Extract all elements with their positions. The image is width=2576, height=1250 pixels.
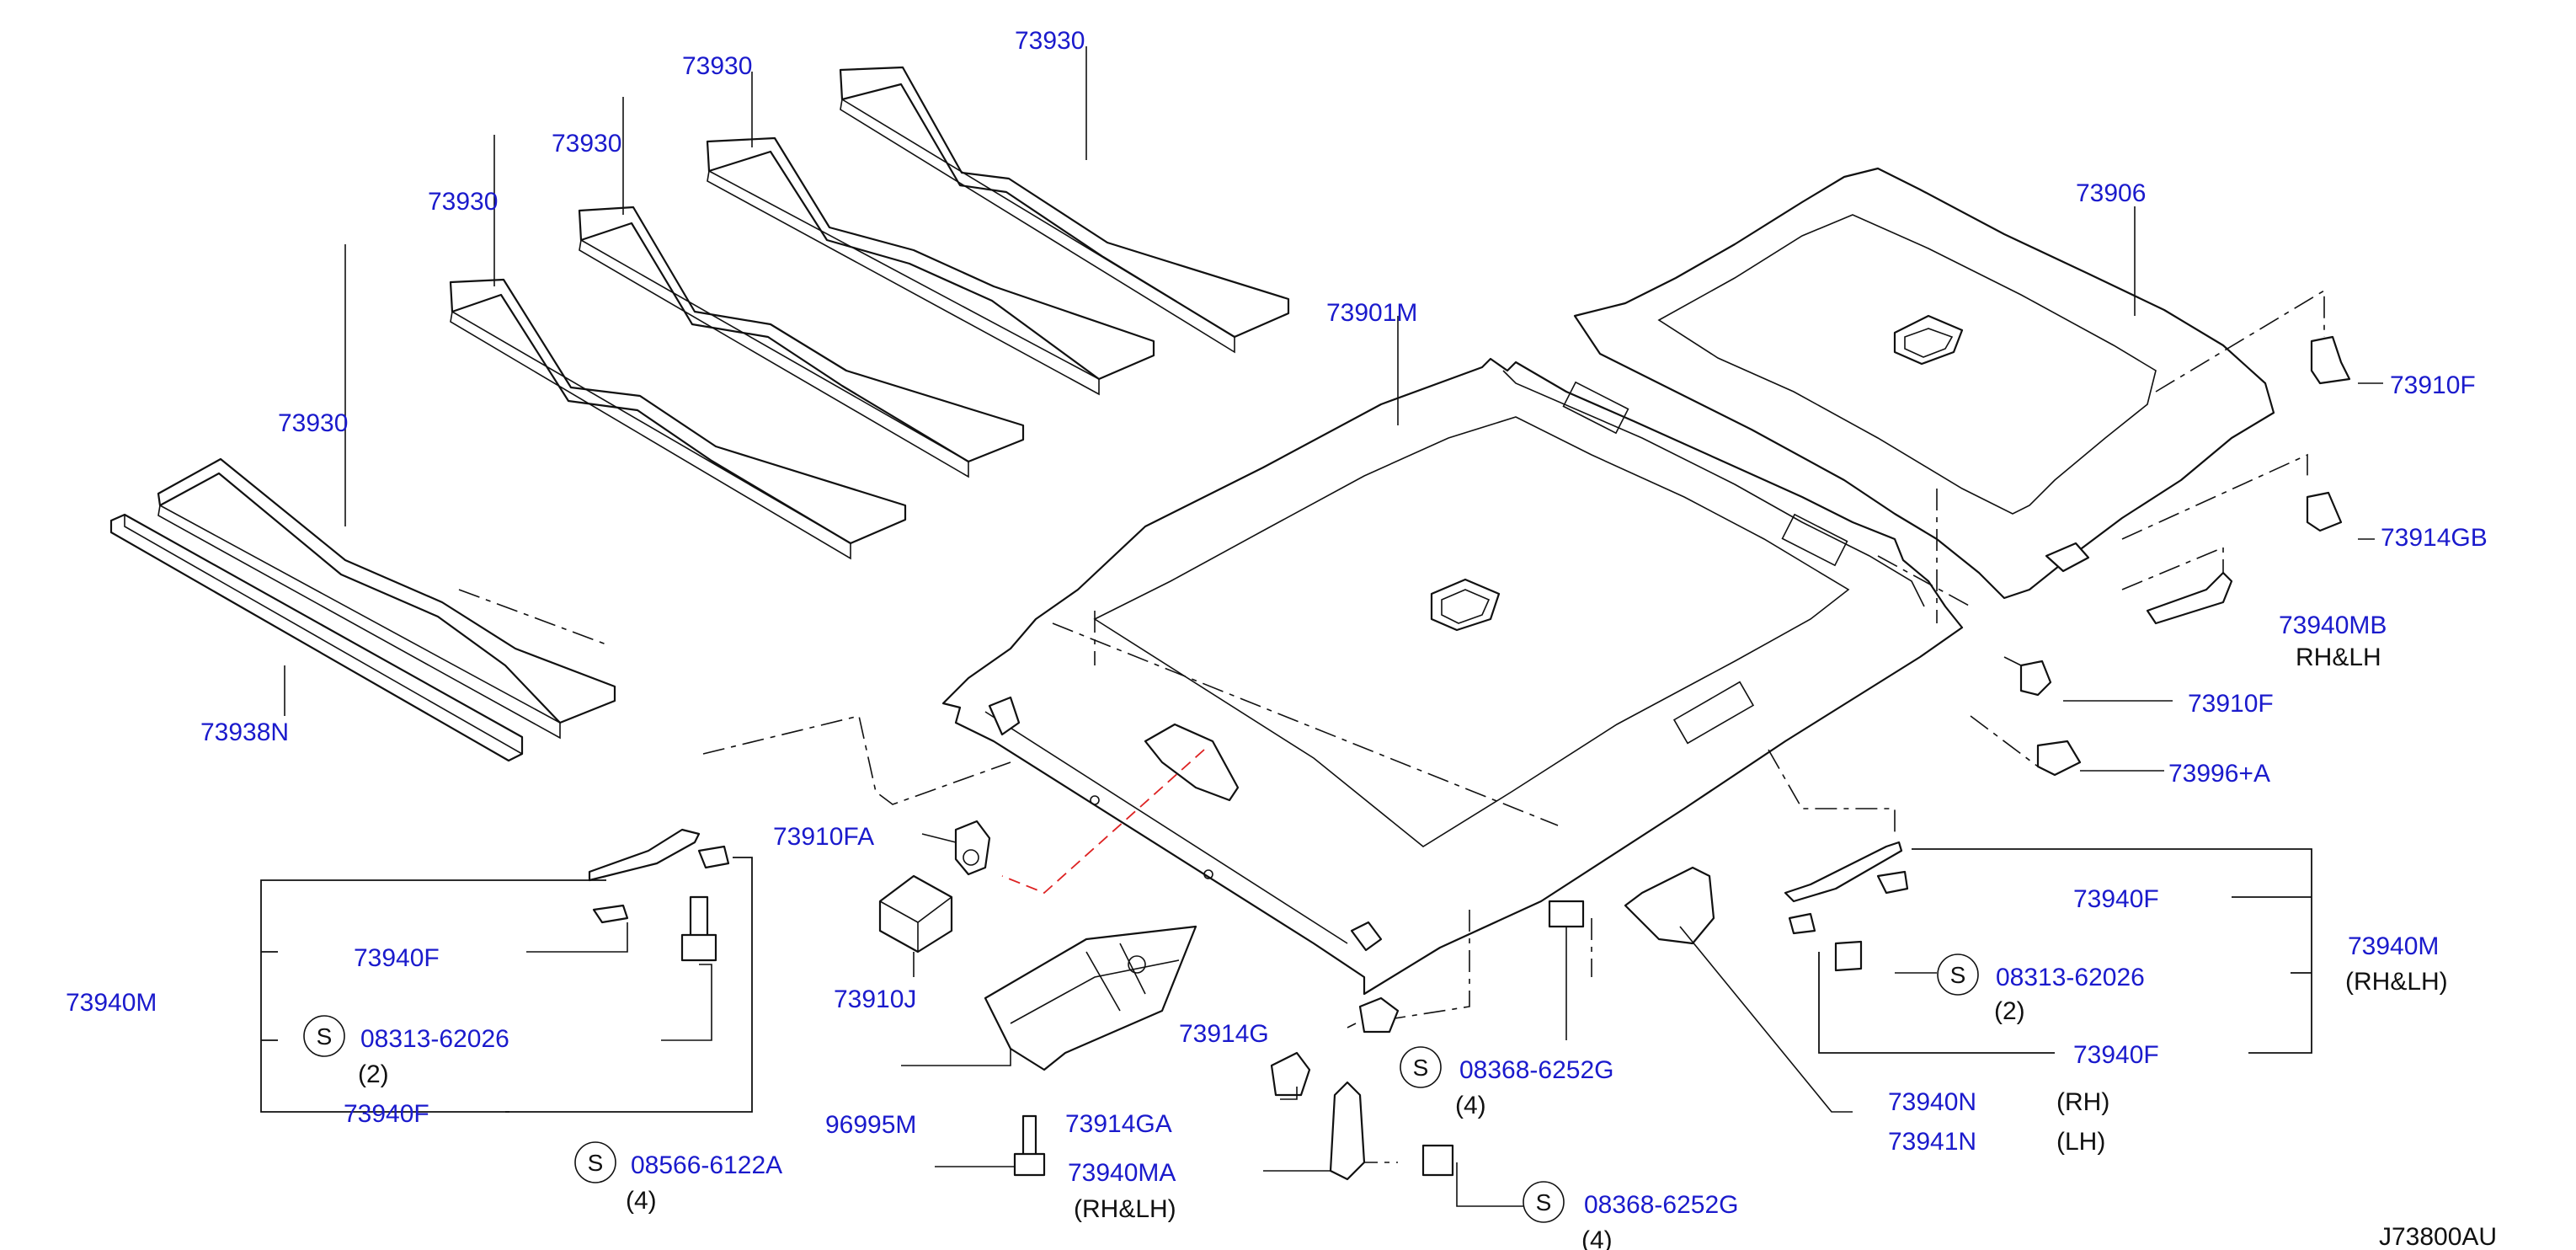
label-qty-screw-left: (4) (626, 1187, 657, 1215)
label-screw-mid-2: 08368-6252G (1584, 1191, 1739, 1219)
label-73940MB: 73940MB (2279, 612, 2387, 639)
label-73906: 73906 (2076, 179, 2146, 207)
s-circle-mid (1400, 1046, 1442, 1088)
label-73910F-mid: 73910F (2188, 690, 2274, 718)
label-73940F-right-1: 73940F (2073, 885, 2159, 913)
label-73901M: 73901M (1326, 299, 1417, 327)
label-rh: (RH) (2056, 1088, 2109, 1116)
label-73914G: 73914G (1179, 1020, 1269, 1048)
s-letter: S (317, 1023, 333, 1050)
label-73940M-left: 73940M (66, 989, 157, 1017)
label-73930-4: 73930 (428, 188, 498, 216)
rear-headliner (1573, 167, 2275, 600)
label-qty-mid-1: (4) (1455, 1092, 1486, 1119)
label-73940F-right-2: 73940F (2073, 1041, 2159, 1069)
label-73996A: 73996+A (2168, 760, 2270, 788)
diagram-code: J73800AU (2379, 1223, 2497, 1250)
label-screw-left: 08566-6122A (631, 1151, 782, 1179)
label-73910FA: 73910FA (773, 823, 874, 851)
label-73940F-left-2: 73940F (344, 1100, 429, 1128)
s-letter: S (1536, 1189, 1552, 1215)
label-bolt-left: 08313-62026 (360, 1025, 509, 1053)
label-73914GB: 73914GB (2381, 524, 2488, 552)
s-letter: S (1950, 962, 1966, 988)
brackets (260, 848, 2312, 1113)
s-symbols: S S S S S (303, 954, 1979, 1223)
s-circle-bottom-left (574, 1141, 616, 1183)
label-rhlh-mb: RH&LH (2296, 644, 2381, 671)
phantom-lines (702, 289, 2325, 1163)
hardware-parts (588, 335, 2351, 1181)
main-headliner (941, 357, 1964, 996)
label-73910J: 73910J (834, 986, 916, 1013)
label-73938N: 73938N (200, 718, 289, 746)
label-rhlh-m-right: (RH&LH) (2345, 968, 2448, 996)
label-73914GA: 73914GA (1065, 1110, 1172, 1138)
headlining-pad-strips (109, 66, 1290, 762)
label-96995M: 96995M (825, 1111, 916, 1139)
label-qty-right: (2) (1994, 997, 2025, 1025)
label-qty-mid-2: (4) (1581, 1226, 1613, 1250)
label-73941N: 73941N (1888, 1128, 1976, 1156)
s-circle-left (303, 1015, 345, 1057)
part-labels: 73930 73930 73930 73930 73930 73938N 739… (66, 27, 2497, 1250)
label-73940MA: 73940MA (1068, 1159, 1176, 1187)
leader-lines (284, 46, 2383, 1207)
s-circle-bottom-mid (1523, 1181, 1565, 1223)
label-73910F-top: 73910F (2390, 371, 2476, 399)
label-screw-mid-1: 08368-6252G (1459, 1056, 1614, 1084)
label-73940M-right: 73940M (2348, 932, 2439, 960)
label-lh: (LH) (2056, 1128, 2105, 1156)
label-73930-top: 73930 (1015, 27, 1085, 55)
s-circle-right (1937, 954, 1979, 996)
s-letter: S (588, 1150, 604, 1176)
label-73930-5: 73930 (278, 409, 348, 437)
label-bolt-right: 08313-62026 (1996, 964, 2145, 991)
label-73930-2: 73930 (682, 52, 752, 80)
label-73940N: 73940N (1888, 1088, 1976, 1116)
label-73930-3: 73930 (552, 130, 621, 158)
s-letter: S (1413, 1055, 1429, 1081)
label-qty-left: (2) (358, 1060, 389, 1088)
label-73940F-left-1: 73940F (354, 944, 440, 972)
label-rhlh-ma: (RH&LH) (1074, 1195, 1176, 1223)
